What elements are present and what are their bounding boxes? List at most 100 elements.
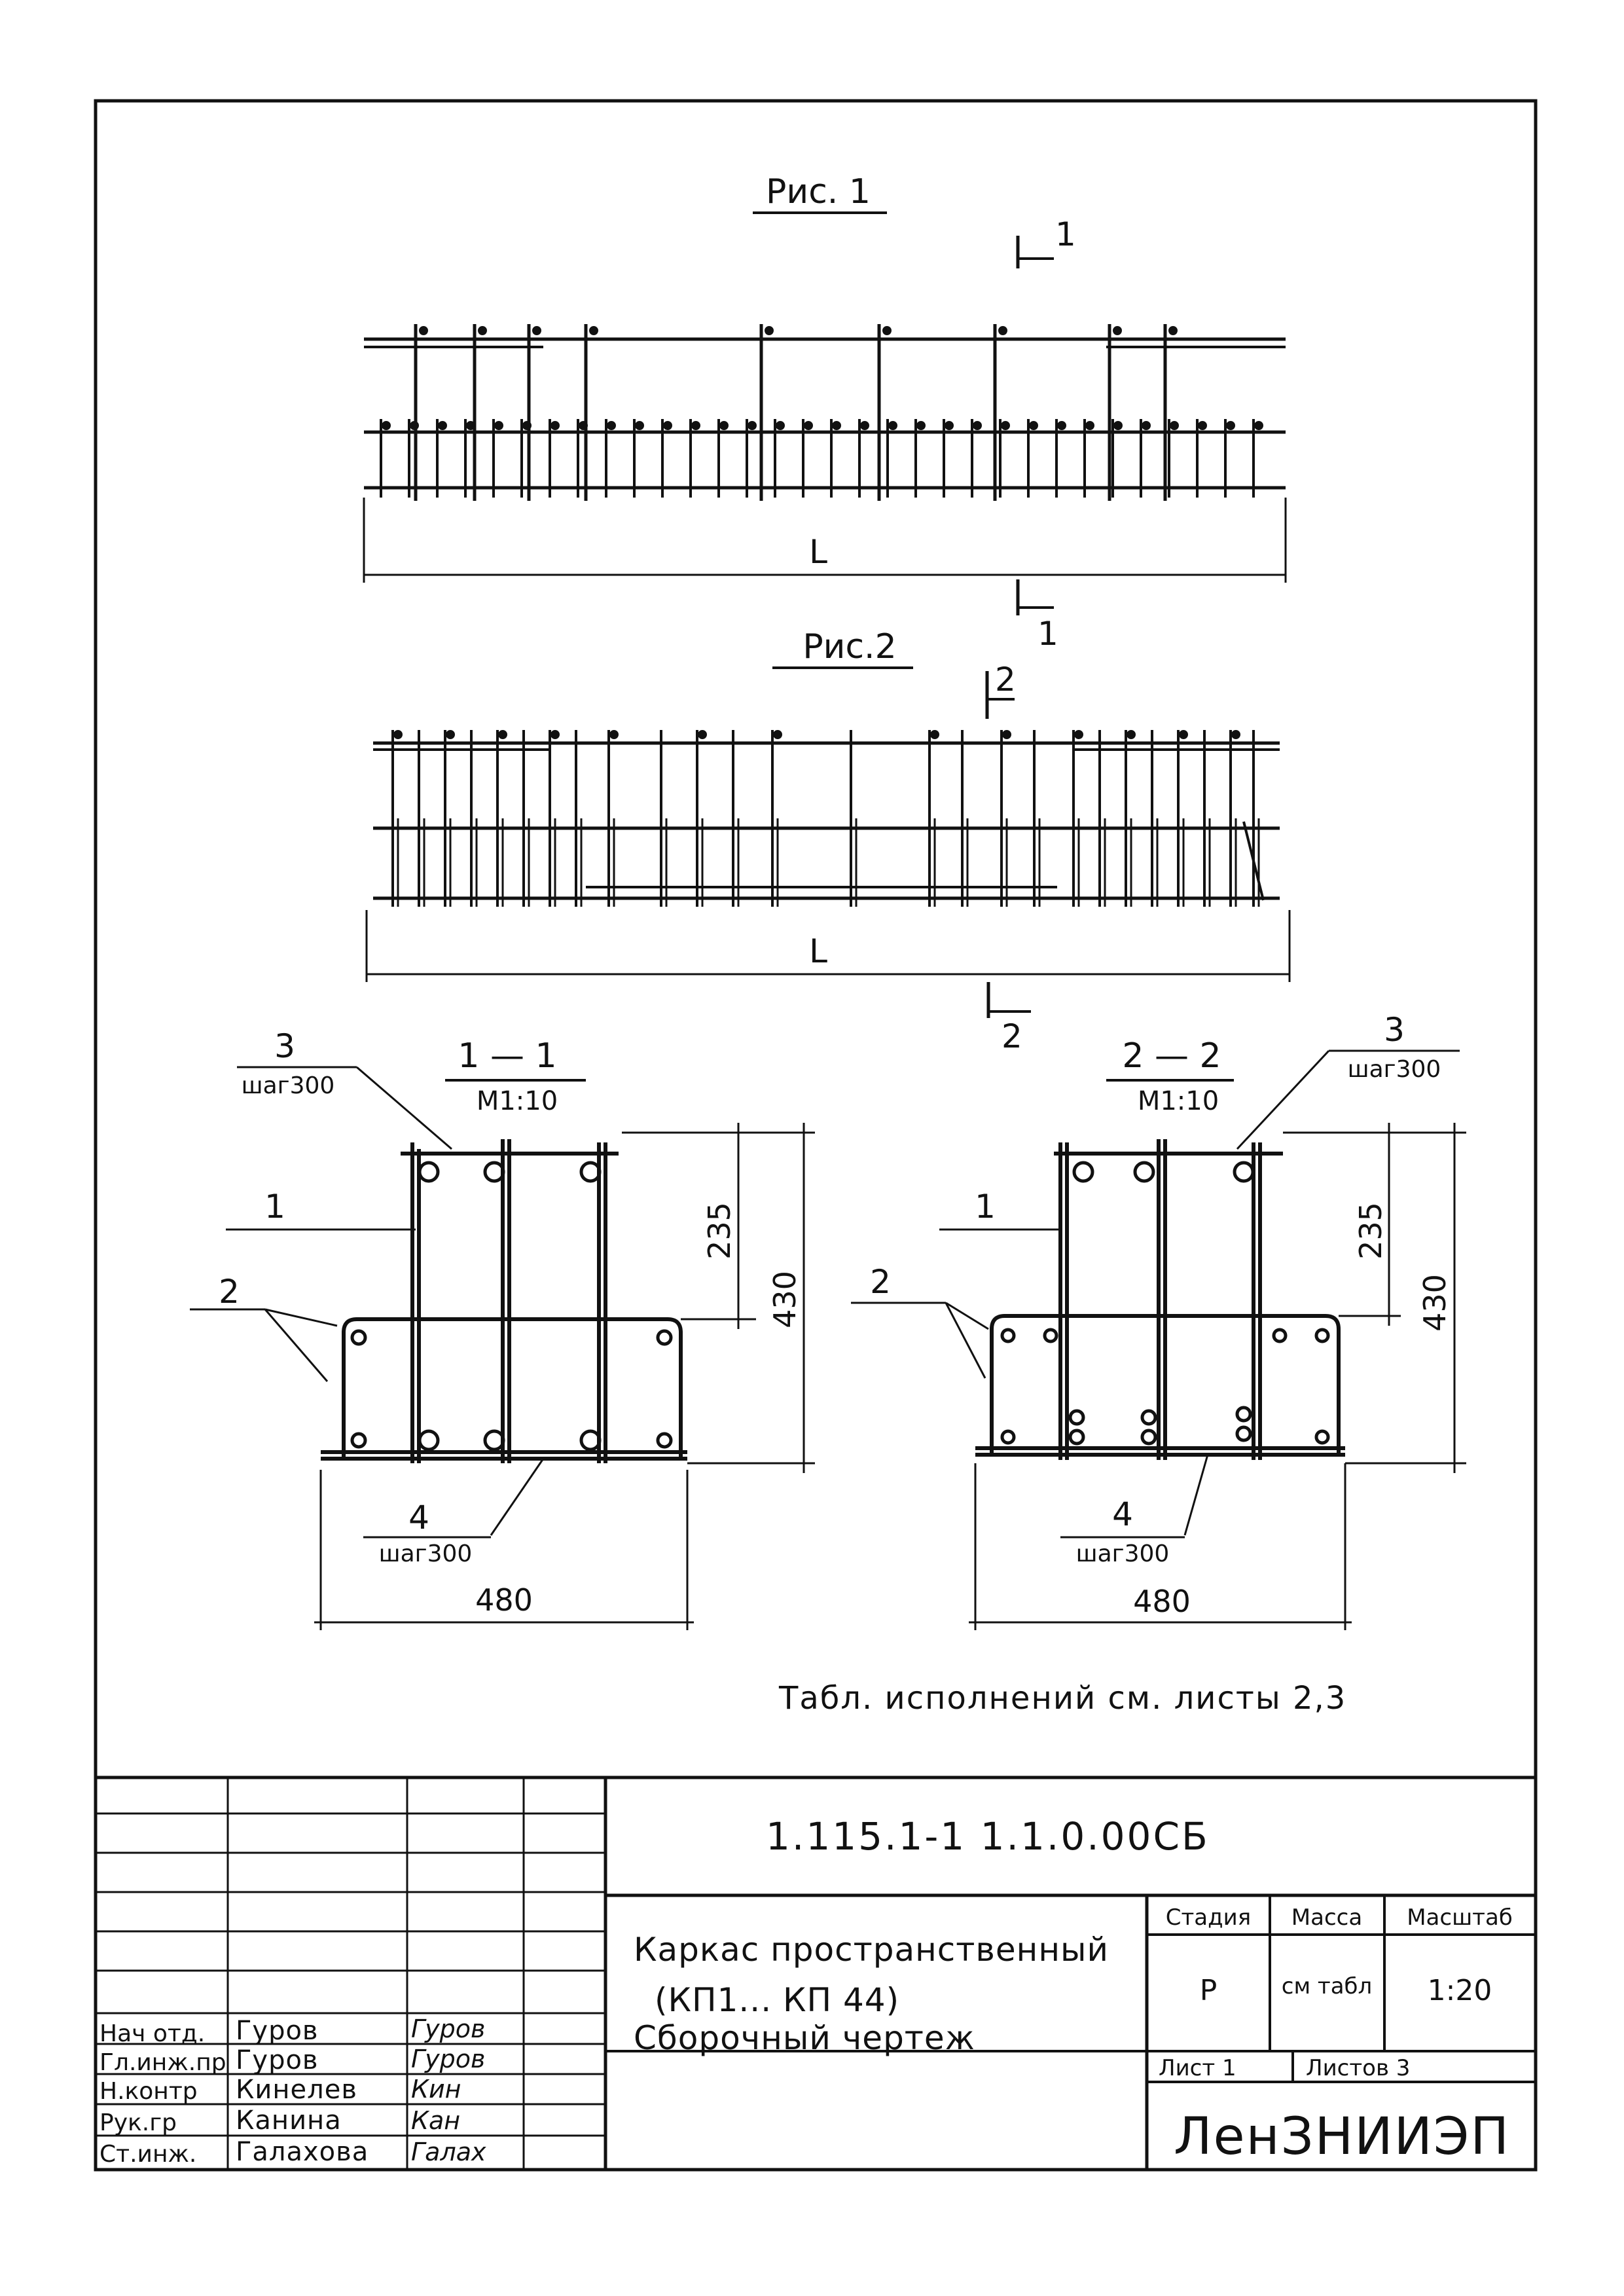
rebar-joint xyxy=(466,421,475,430)
rebar-joint xyxy=(998,326,1007,335)
rebar-joint xyxy=(393,730,403,739)
signer-row: Ст.инж. Галахова Галах xyxy=(99,2137,486,2168)
section-1-1-scale: М1:10 xyxy=(477,1086,558,1116)
rebar-joint xyxy=(930,730,939,739)
section-2-2-dim-width: 480 xyxy=(1133,1584,1191,1619)
figure-2-title: Рис.2 xyxy=(803,627,896,666)
rebar-joint xyxy=(804,421,813,430)
rebar-joint xyxy=(945,421,954,430)
figure-2-section-mark-bottom: 2 xyxy=(1001,1017,1022,1055)
rebar-joint xyxy=(832,421,841,430)
figure-1: Рис. 1 1 L 1 xyxy=(363,172,1287,653)
figure-1-length-label: L xyxy=(809,533,827,571)
figure-1-bars xyxy=(364,324,1286,501)
rebar-joint xyxy=(776,421,785,430)
rebar-joint xyxy=(550,730,560,739)
figure-2-section-mark-top: 2 xyxy=(995,661,1016,699)
rebar-joint xyxy=(1226,421,1235,430)
rebar-joint xyxy=(550,421,560,430)
rebar-joint xyxy=(860,421,869,430)
signer-name: Галахова xyxy=(236,2137,369,2167)
rebar-joint xyxy=(382,421,391,430)
rebar-joint xyxy=(663,421,672,430)
section-2-2-dim-upper: 235 xyxy=(1353,1202,1388,1260)
rebar-joint xyxy=(1057,421,1066,430)
signer-role: Гл.инж.пр xyxy=(99,2049,226,2076)
signer-row: Н.контр Кинелев Кин xyxy=(99,2075,461,2105)
scale-value: 1:20 xyxy=(1428,1974,1492,2007)
drawing-name-line-3: Сборочный чертеж xyxy=(634,2019,975,2057)
organization-name: ЛенЗНИИЭП xyxy=(1174,2107,1510,2166)
rebar-joint xyxy=(498,730,507,739)
signer-role: Н.контр xyxy=(99,2078,198,2105)
section-1-1: 1 — 1 М1:10 3 шаг300 1 2 xyxy=(190,1027,815,1630)
signer-signature: Гуров xyxy=(411,2045,485,2073)
rebar-joint xyxy=(1113,421,1123,430)
section-1-1-pos3: 3 xyxy=(274,1027,295,1065)
rebar-joint xyxy=(1198,421,1207,430)
signer-name: Кинелев xyxy=(236,2075,357,2105)
rebar-joint xyxy=(478,326,487,335)
rebar-joint xyxy=(609,730,619,739)
scale-header: Масштаб xyxy=(1407,1904,1513,1931)
rebar-joint xyxy=(579,421,588,430)
rebar-joint xyxy=(494,421,503,430)
signer-name: Гуров xyxy=(236,2016,319,2046)
section-1-1-title: 1 — 1 xyxy=(458,1036,556,1076)
rebar-joint xyxy=(446,730,455,739)
section-2-2: 2 — 2 М1:10 3 шаг300 1 2 xyxy=(851,1011,1466,1630)
section-2-2-pos3: 3 xyxy=(1384,1011,1405,1049)
rebar-joint xyxy=(691,421,700,430)
signer-signature: Галах xyxy=(411,2138,486,2166)
sheet-frame xyxy=(94,99,1538,2172)
rebar-joint xyxy=(635,421,644,430)
rebar-joint xyxy=(888,421,897,430)
figure-1-section-mark-bottom: 1 xyxy=(1038,615,1058,653)
stage-value: Р xyxy=(1200,1974,1218,2007)
rebar-joint xyxy=(522,421,532,430)
drawing-name-line-2: (КП1... КП 44) xyxy=(655,1981,899,2019)
rebar-joint xyxy=(410,421,419,430)
signer-row: Рук.гр Канина Кан xyxy=(99,2105,460,2136)
sheets-total: Листов 3 xyxy=(1306,2055,1410,2081)
section-2-2-pos2: 2 xyxy=(870,1263,891,1301)
section-2-2-title: 2 — 2 xyxy=(1122,1036,1221,1076)
section-2-2-dim-total: 430 xyxy=(1417,1274,1453,1332)
rebar-joint xyxy=(1142,421,1151,430)
rebar-joint xyxy=(1254,421,1263,430)
title-block xyxy=(96,1776,1536,2170)
rebar-joint xyxy=(1029,421,1038,430)
section-1-1-dim-total: 430 xyxy=(767,1271,803,1328)
section-1-1-pos3-step: шаг300 xyxy=(242,1072,335,1099)
section-1-1-dim-upper: 235 xyxy=(702,1202,737,1260)
rebar-joint xyxy=(1074,730,1083,739)
signer-role: Ст.инж. xyxy=(99,2141,196,2168)
rebar-joint xyxy=(532,326,541,335)
rebar-joint xyxy=(882,326,892,335)
section-1-1-pos4-step: шаг300 xyxy=(379,1540,473,1567)
rebar-line xyxy=(1242,821,1265,901)
figure-1-title: Рис. 1 xyxy=(766,172,871,211)
signer-row: Нач отд. Гуров Гуров xyxy=(99,2014,485,2047)
rebar-joint xyxy=(773,730,782,739)
rebar-joint xyxy=(1127,730,1136,739)
section-2-2-scale: М1:10 xyxy=(1138,1086,1219,1116)
figure-1-section-mark-top: 1 xyxy=(1055,215,1076,253)
signer-name: Гуров xyxy=(236,2045,319,2075)
rebar-joint xyxy=(916,421,926,430)
figure-2: Рис.2 2 L 2 xyxy=(365,627,1291,1055)
note-execution-table: Табл. исполнений см. листы 2,3 xyxy=(778,1680,1346,1717)
section-1-1-pos4: 4 xyxy=(408,1499,429,1537)
mass-value: см табл xyxy=(1282,1973,1373,1999)
section-1-1-dim-width: 480 xyxy=(475,1582,533,1618)
sheet-number: Лист 1 xyxy=(1159,2055,1236,2081)
signer-name: Канина xyxy=(236,2105,342,2136)
signer-role: Рук.гр xyxy=(99,2109,177,2136)
rebar-joint xyxy=(748,421,757,430)
signer-row: Гл.инж.пр Гуров Гуров xyxy=(99,2045,485,2076)
rebar-joint xyxy=(1168,326,1178,335)
section-2-2-pos4-step: шаг300 xyxy=(1076,1540,1170,1567)
section-2-2-pos1: 1 xyxy=(975,1188,996,1226)
rebar-joint xyxy=(719,421,729,430)
